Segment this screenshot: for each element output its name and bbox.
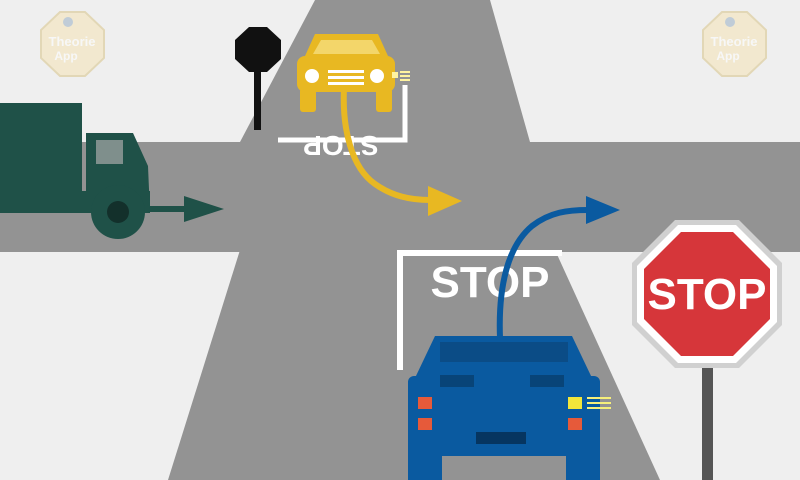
watermark-logo-right: Theorie App: [702, 11, 767, 77]
stop-sign: STOP: [632, 220, 782, 480]
truck-route-arrow: [150, 196, 224, 222]
stop-sign-back: [235, 27, 281, 130]
watermark-line1: Theorie: [711, 34, 758, 49]
yellow-car: [297, 34, 410, 112]
blue-route-arrow: [496, 196, 620, 339]
stop-sign-text: STOP: [647, 270, 766, 319]
watermark-line2: App: [54, 49, 77, 63]
far-stop-marking: STOP: [278, 85, 408, 161]
near-stop-road-text: STOP: [430, 258, 549, 307]
near-stop-marking: STOP: [397, 250, 562, 370]
watermark-line2: App: [716, 49, 739, 63]
blue-car: [408, 336, 611, 480]
truck: [0, 103, 150, 239]
watermark-line1: Theorie: [49, 34, 96, 49]
watermark-logo-left: Theorie App: [40, 11, 105, 77]
yellow-route-arrow: [340, 87, 462, 216]
far-stop-road-text: STOP: [303, 130, 379, 161]
